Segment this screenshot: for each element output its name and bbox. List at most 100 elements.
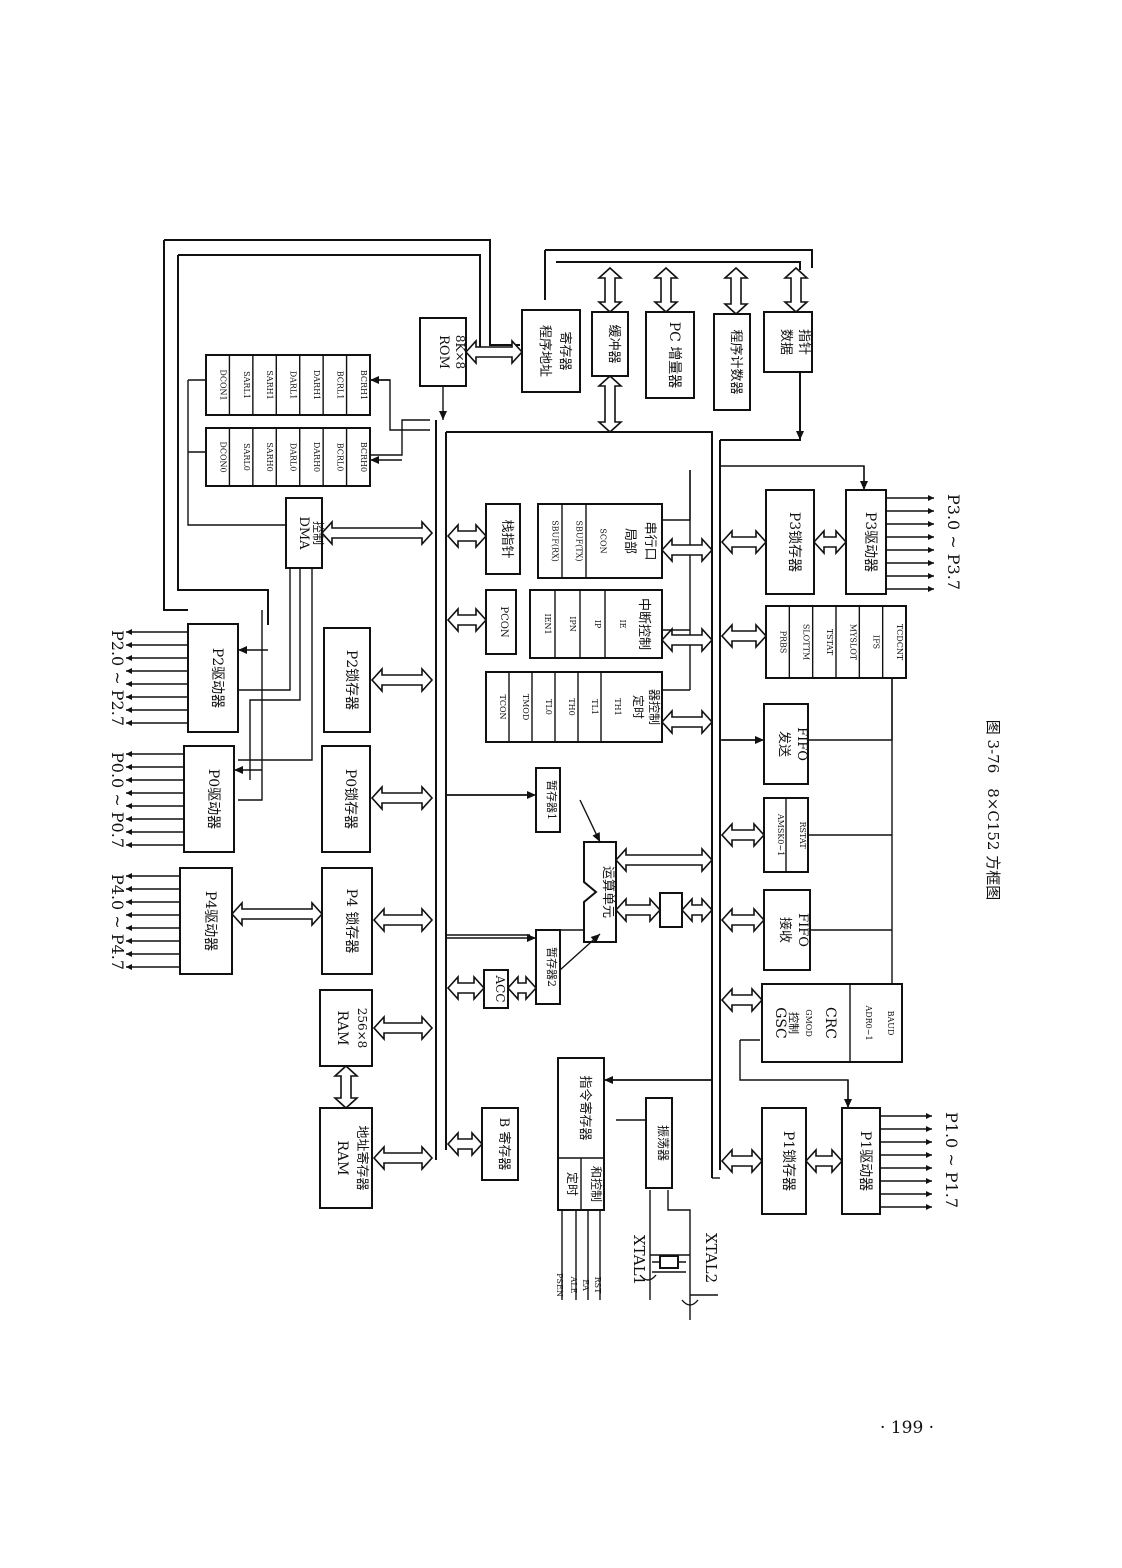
arrow-p0-driver-in bbox=[234, 766, 262, 774]
arrow-serial-bus bbox=[660, 536, 714, 564]
arrow-dcon0-in bbox=[370, 456, 402, 464]
p2-pin-7 bbox=[126, 720, 188, 726]
dcon1-reg-3: DARL1 bbox=[289, 371, 298, 400]
ram-address-register-block: RAM 地址寄存器 bbox=[319, 1107, 373, 1209]
p4-driver-block: P4驱动器 bbox=[179, 867, 233, 975]
p3-latch-label: P3锁存器 bbox=[786, 512, 802, 572]
interrupt-reg-2: IP bbox=[593, 620, 602, 629]
serial-reg-1: SBUF(TX) bbox=[575, 521, 584, 562]
stack-pointer-label: 栈指针 bbox=[499, 519, 514, 558]
timer-reg-5: TH1 bbox=[613, 698, 622, 715]
p1-pin-0 bbox=[880, 1113, 932, 1119]
port-labels: P2.0 ~ P2.7 P0.0 ~ P0.7 P4.0 ~ P4.7 P3.0… bbox=[108, 494, 963, 1208]
xtal2-label: XTAL2 bbox=[702, 1233, 720, 1283]
receive-fifo-label-1: 接收 bbox=[777, 917, 793, 943]
crystal-symbol: XTAL1 XTAL2 bbox=[630, 1233, 720, 1320]
p1-driver-label: P1驱动器 bbox=[857, 1131, 873, 1191]
ram-address-register-label-2: 地址寄存器 bbox=[354, 1125, 370, 1190]
buffer-label: 缓冲器 bbox=[606, 324, 621, 363]
adr-label: ADR0~1 bbox=[864, 1004, 873, 1040]
p1-pin-1 bbox=[880, 1126, 932, 1132]
p1-pin-3 bbox=[880, 1152, 932, 1158]
arrow-dcon1-in bbox=[370, 376, 390, 384]
arrow-p3-latch-driver bbox=[812, 528, 848, 556]
arrow-to-transmit-fifo bbox=[722, 736, 764, 744]
p0-latch-label: P0锁存器 bbox=[342, 769, 358, 829]
alu-block: 运算单元 bbox=[583, 841, 617, 943]
serial-reg-2: SCON bbox=[599, 528, 608, 553]
p0-pin-6 bbox=[126, 829, 184, 835]
timing-control-label-2: 和控制 bbox=[589, 1166, 603, 1202]
arrow-timer-bus bbox=[660, 708, 714, 736]
serial-port-label-1: 局部 bbox=[622, 528, 637, 554]
gsc-control-label: 控制 bbox=[787, 1012, 801, 1034]
arrow-ram-bus bbox=[372, 1014, 434, 1042]
gsc-control-block: GSC 控制 GMOD CRC ADR0~1 BAUD bbox=[761, 983, 903, 1063]
p0-pin-2 bbox=[126, 777, 184, 783]
p2-pin-2 bbox=[126, 655, 188, 661]
p4-pin-5 bbox=[126, 938, 180, 944]
p4-pin-0 bbox=[126, 873, 180, 879]
p4-pin-3 bbox=[126, 912, 180, 918]
arrow-pcon bbox=[446, 606, 488, 634]
arrow-interrupt-bus bbox=[660, 626, 714, 654]
arrow-p2-driver-in bbox=[238, 646, 268, 654]
stack-pointer-block: 栈指针 bbox=[485, 503, 521, 575]
dcon1-reg-1: SARL1 bbox=[242, 371, 251, 399]
p4-pin-2 bbox=[126, 899, 180, 905]
p4-pin-6 bbox=[126, 951, 180, 957]
transmit-fifo-block: 发送 FIFO bbox=[763, 703, 809, 785]
arrow-p3-driver-from-bus bbox=[860, 466, 868, 490]
arrow-ram-addr-bus bbox=[372, 1144, 434, 1172]
dma-control-block: DMA 控制 bbox=[285, 497, 325, 569]
acc-label: ACC bbox=[493, 974, 507, 1002]
interrupt-reg-1: IPN bbox=[568, 616, 577, 632]
interrupt-control-label: 中断控制 bbox=[636, 598, 651, 650]
dcon1-reg-4: DARH1 bbox=[312, 370, 321, 400]
dma-control-label: 控制 bbox=[311, 521, 325, 545]
p1-pin-2 bbox=[880, 1139, 932, 1145]
acc-block: ACC bbox=[483, 969, 509, 1009]
serial-port-label-2: 串行口 bbox=[642, 521, 657, 560]
program-counter-block: 程序计数器 bbox=[713, 313, 751, 411]
timing-control-label-1: 定时 bbox=[565, 1172, 580, 1196]
arrow-to-instruction-reg bbox=[604, 1076, 712, 1084]
p3-pin-4 bbox=[886, 547, 934, 553]
gmod-label: GMOD bbox=[804, 1009, 813, 1037]
gsc-reg-2: TSTAT bbox=[825, 629, 834, 656]
timer-control-label-2: 器控制 bbox=[647, 689, 661, 725]
temp-register-1-label: 暂存器1 bbox=[545, 780, 559, 820]
dcon0-reg-3: DARL0 bbox=[289, 443, 298, 472]
p1-latch-label: P1锁存器 bbox=[780, 1131, 796, 1191]
temp-register-2-label: 暂存器2 bbox=[545, 947, 559, 987]
rom-block: ROM 8K×8 bbox=[419, 317, 467, 387]
arrow-to-temp2 bbox=[446, 934, 536, 942]
p2-pin-3 bbox=[126, 668, 188, 674]
timer-reg-1: TMOD bbox=[521, 694, 530, 721]
xtal1-label: XTAL1 bbox=[630, 1235, 648, 1285]
p2-latch-block: P2锁存器 bbox=[323, 627, 371, 733]
port-pin-lines bbox=[126, 495, 934, 1210]
p3-pin-6 bbox=[886, 573, 934, 579]
rstat-label: RSTAT bbox=[798, 821, 807, 849]
pin-ale-label: ALE bbox=[569, 1276, 578, 1294]
instruction-register-label: 指令寄存器 bbox=[577, 1075, 593, 1140]
arrow-stack-pointer bbox=[446, 522, 488, 550]
p2-pin-5 bbox=[126, 694, 188, 700]
dma-label: DMA bbox=[296, 516, 311, 550]
gsc-reg-5: TCDCNT bbox=[895, 624, 904, 661]
p1-pin-4 bbox=[880, 1165, 932, 1171]
arrow-receive-fifo-bus bbox=[720, 906, 766, 934]
receive-fifo-block: 接收 FIFO bbox=[763, 889, 811, 971]
ram-block: RAM 256×8 bbox=[319, 989, 373, 1067]
gsc-label: GSC bbox=[772, 1007, 788, 1039]
arrow-amsk-bus bbox=[720, 821, 766, 849]
dcon1-reg-6: BCRH1 bbox=[359, 370, 368, 400]
p4-driver-label: P4驱动器 bbox=[202, 891, 218, 951]
p3-pin-1 bbox=[886, 508, 934, 514]
p1-port-label: P1.0 ~ P1.7 bbox=[942, 1112, 961, 1208]
